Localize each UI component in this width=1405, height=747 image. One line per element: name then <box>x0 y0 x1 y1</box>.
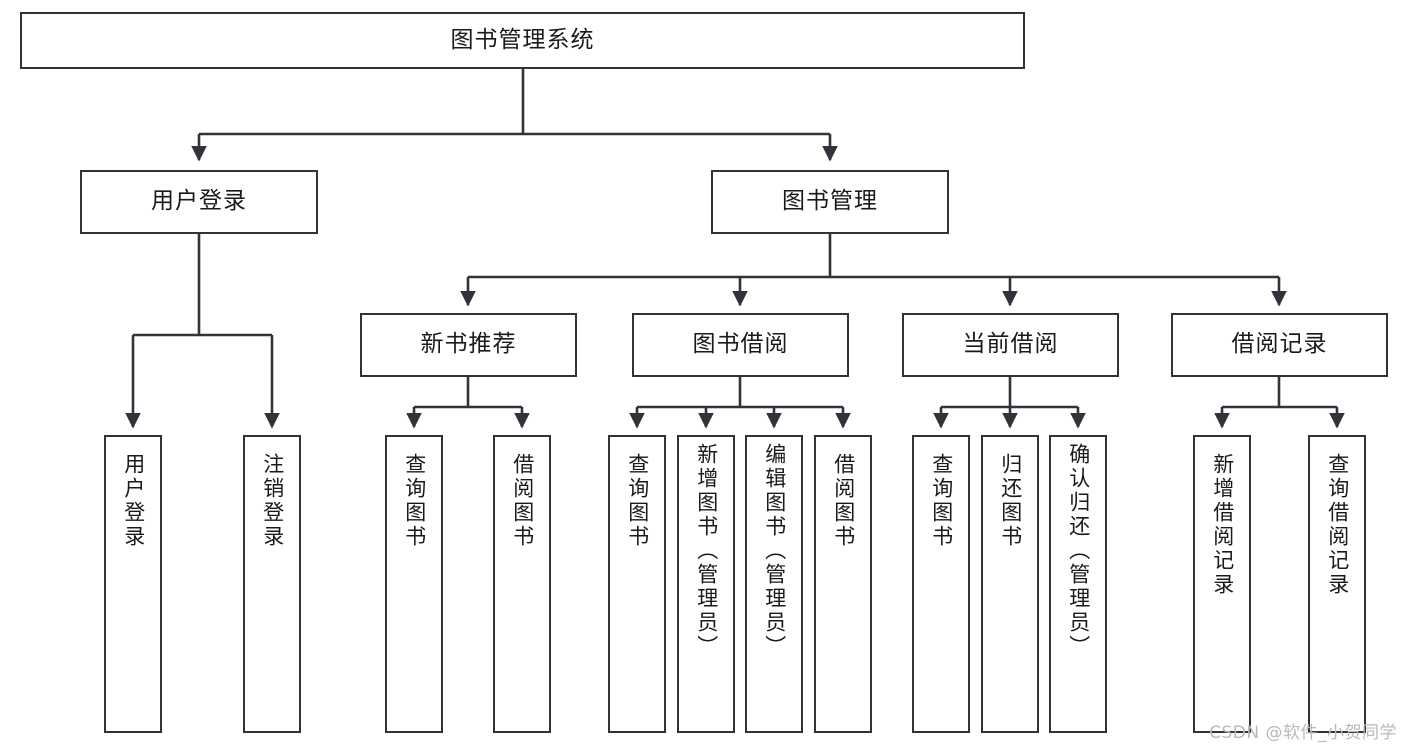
leaf-current-borrow-query-book[interactable]: 查询图书 <box>912 435 970 733</box>
leaf-label: 用户登录 <box>121 453 146 549</box>
leaf-label: 注销登录 <box>260 453 285 549</box>
leaf-label: 借阅图书 <box>831 453 856 549</box>
node-label: 图书管理 <box>782 188 878 215</box>
leaf-label: 编辑图书（管理员） <box>762 443 787 659</box>
leaf-book-borrow-edit-book-admin[interactable]: 编辑图书（管理员） <box>745 435 803 733</box>
node-book-borrow[interactable]: 图书借阅 <box>632 313 849 377</box>
leaf-current-borrow-return-book[interactable]: 归还图书 <box>981 435 1039 733</box>
leaf-label: 新增图书（管理员） <box>694 443 719 659</box>
node-root-book-management-system[interactable]: 图书管理系统 <box>20 12 1025 69</box>
leaf-label: 查询借阅记录 <box>1325 453 1350 597</box>
node-current-borrow[interactable]: 当前借阅 <box>902 313 1119 377</box>
node-label: 图书管理系统 <box>450 26 595 53</box>
node-book-management[interactable]: 图书管理 <box>711 170 949 234</box>
leaf-new-book-query-book[interactable]: 查询图书 <box>385 435 443 733</box>
leaf-user-login-login[interactable]: 用户登录 <box>104 435 162 733</box>
leaf-book-borrow-add-book-admin[interactable]: 新增图书（管理员） <box>677 435 735 733</box>
leaf-label: 查询图书 <box>625 453 650 549</box>
leaf-label: 查询图书 <box>929 453 954 549</box>
leaf-user-login-logout[interactable]: 注销登录 <box>243 435 301 733</box>
node-label: 借阅记录 <box>1231 331 1328 358</box>
leaf-label: 查询图书 <box>402 453 427 549</box>
leaf-book-borrow-query-book[interactable]: 查询图书 <box>608 435 666 733</box>
node-label: 图书借阅 <box>692 331 789 358</box>
node-label: 新书推荐 <box>420 331 517 358</box>
leaf-borrow-record-add-record[interactable]: 新增借阅记录 <box>1193 435 1251 733</box>
leaf-label: 确认归还（管理员） <box>1066 443 1091 659</box>
leaf-label: 归还图书 <box>998 453 1023 549</box>
leaf-new-book-borrow-book[interactable]: 借阅图书 <box>493 435 551 733</box>
node-label: 当前借阅 <box>962 331 1059 358</box>
node-borrow-record[interactable]: 借阅记录 <box>1171 313 1388 377</box>
leaf-book-borrow-borrow-book[interactable]: 借阅图书 <box>814 435 872 733</box>
leaf-label: 借阅图书 <box>510 453 535 549</box>
leaf-borrow-record-query-record[interactable]: 查询借阅记录 <box>1308 435 1366 733</box>
leaf-label: 新增借阅记录 <box>1210 453 1235 597</box>
node-label: 用户登录 <box>151 188 247 215</box>
node-new-book-recommend[interactable]: 新书推荐 <box>360 313 577 377</box>
leaf-current-borrow-confirm-return-admin[interactable]: 确认归还（管理员） <box>1049 435 1107 733</box>
node-user-login[interactable]: 用户登录 <box>80 170 318 234</box>
